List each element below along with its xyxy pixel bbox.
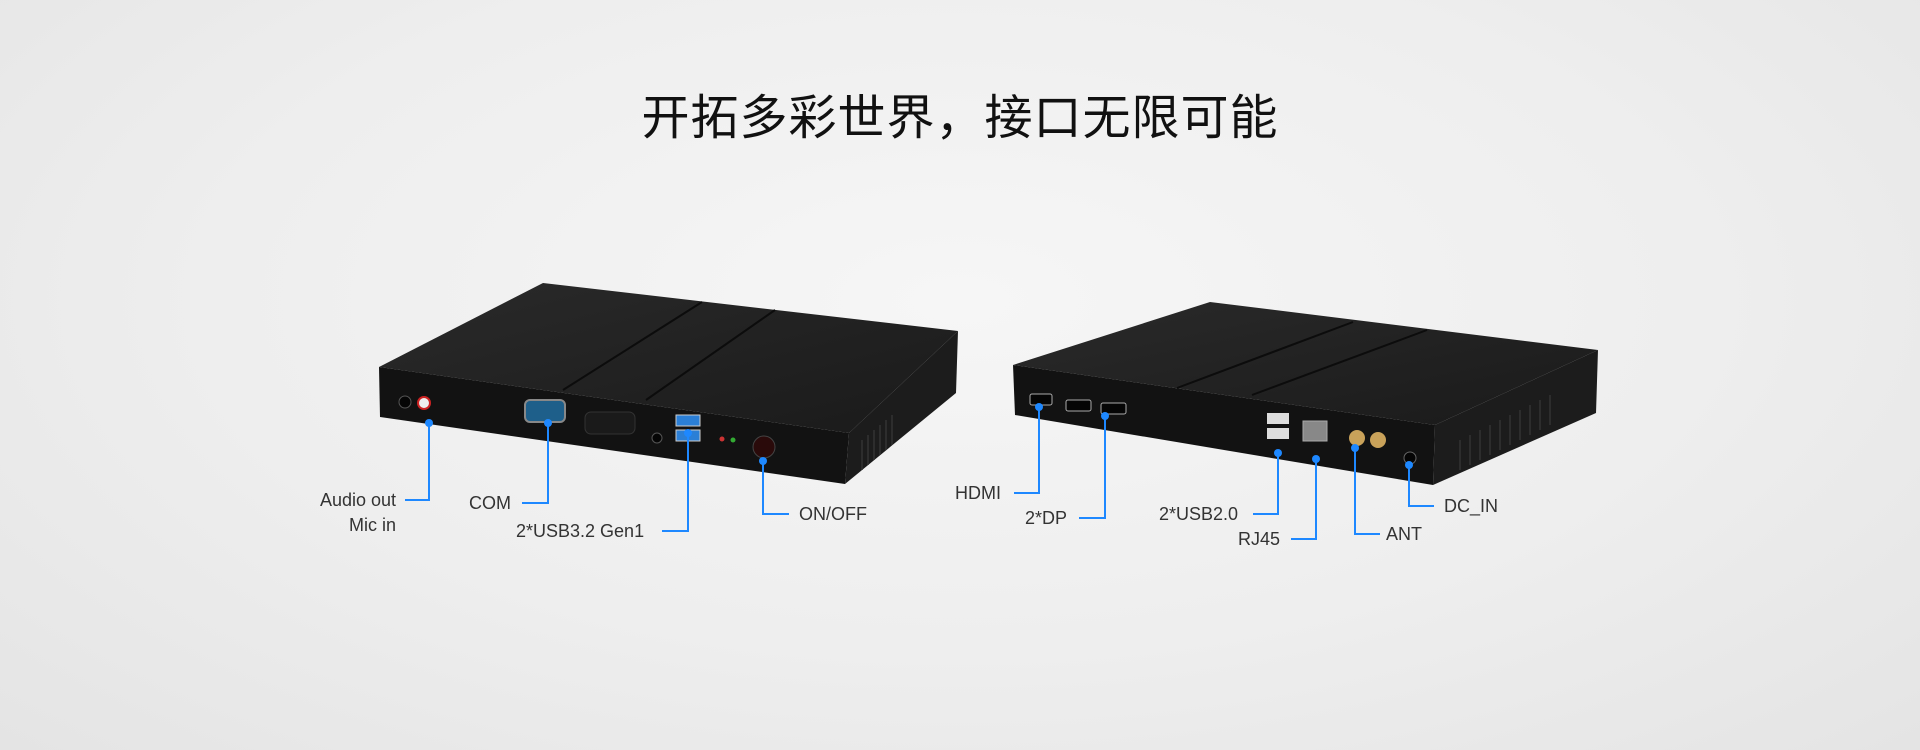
label-hdmi: HDMI bbox=[955, 483, 1001, 503]
label-usb20: 2*USB2.0 bbox=[1159, 504, 1239, 524]
device-front-view bbox=[379, 283, 958, 484]
callout-lines bbox=[405, 407, 1434, 540]
callout-dots bbox=[425, 403, 1413, 469]
label-rj45: RJ45 bbox=[1238, 529, 1281, 549]
label-mic-in: Mic in bbox=[348, 515, 396, 535]
page-title: 开拓多彩世界，接口无限可能 bbox=[641, 90, 1279, 146]
device-rear-view bbox=[1013, 302, 1598, 485]
label-ant: ANT bbox=[1386, 524, 1422, 544]
label-com: COM bbox=[469, 493, 511, 513]
label-audio-out: Audio out bbox=[319, 490, 396, 510]
label-usb32: 2*USB3.2 Gen1 bbox=[516, 521, 645, 541]
label-on-off: ON/OFF bbox=[799, 504, 867, 524]
label-dp: 2*DP bbox=[1025, 508, 1068, 528]
label-dc-in: DC_IN bbox=[1444, 496, 1499, 516]
